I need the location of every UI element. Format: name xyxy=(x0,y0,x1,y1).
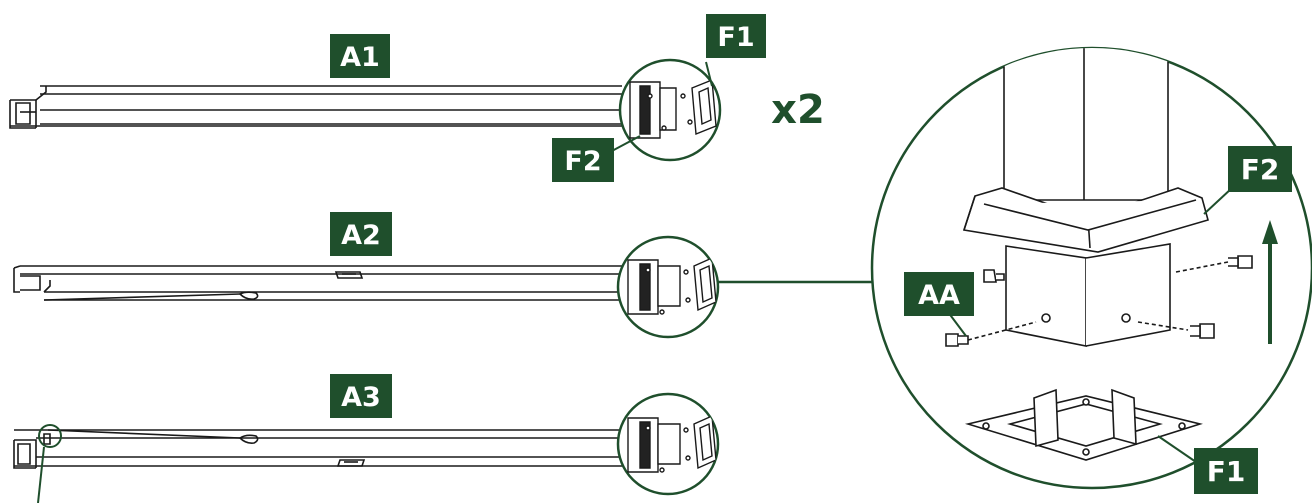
detail-circle-a1 xyxy=(618,58,722,162)
svg-text:AA: AA xyxy=(918,280,960,311)
label-a1: A1 xyxy=(330,34,390,78)
bracket-icon xyxy=(1033,388,1059,448)
svg-text:A2: A2 xyxy=(341,220,381,251)
leader-line-f2-top xyxy=(609,135,641,153)
rail-a2 xyxy=(13,265,622,301)
detail-circle-a3 xyxy=(616,392,720,496)
post-upper xyxy=(1003,48,1169,201)
rail-a3 xyxy=(13,429,622,469)
svg-text:A1: A1 xyxy=(340,42,380,73)
label-a3: A3 xyxy=(330,374,392,418)
svg-text:F2: F2 xyxy=(1241,153,1280,186)
leader-line-f2-detail xyxy=(1203,187,1233,215)
rail-a1 xyxy=(9,85,622,129)
label-a2: A2 xyxy=(330,212,392,256)
detail-circle-a2 xyxy=(616,235,720,339)
quantity-multiplier: x2 xyxy=(771,87,825,133)
leader-line-a3-end xyxy=(37,446,45,503)
up-arrow-icon xyxy=(1262,220,1278,344)
big-detail-circle xyxy=(870,46,1312,490)
detail-circle-a3-end xyxy=(38,424,62,448)
label-f2-top: F2 xyxy=(552,138,614,182)
label-f1-detail: F1 xyxy=(1194,448,1258,494)
label-f2-detail: F2 xyxy=(1228,146,1292,192)
leader-line-f1-top xyxy=(705,61,713,87)
post-lower xyxy=(1005,245,1087,347)
svg-text:F2: F2 xyxy=(564,146,601,177)
label-f1-top: F1 xyxy=(706,14,766,58)
svg-text:F1: F1 xyxy=(1207,455,1246,488)
svg-text:A3: A3 xyxy=(341,382,381,413)
label-aa-detail: AA xyxy=(904,272,974,316)
svg-text:F1: F1 xyxy=(717,22,754,53)
leader-line-f1-detail xyxy=(1157,435,1197,463)
